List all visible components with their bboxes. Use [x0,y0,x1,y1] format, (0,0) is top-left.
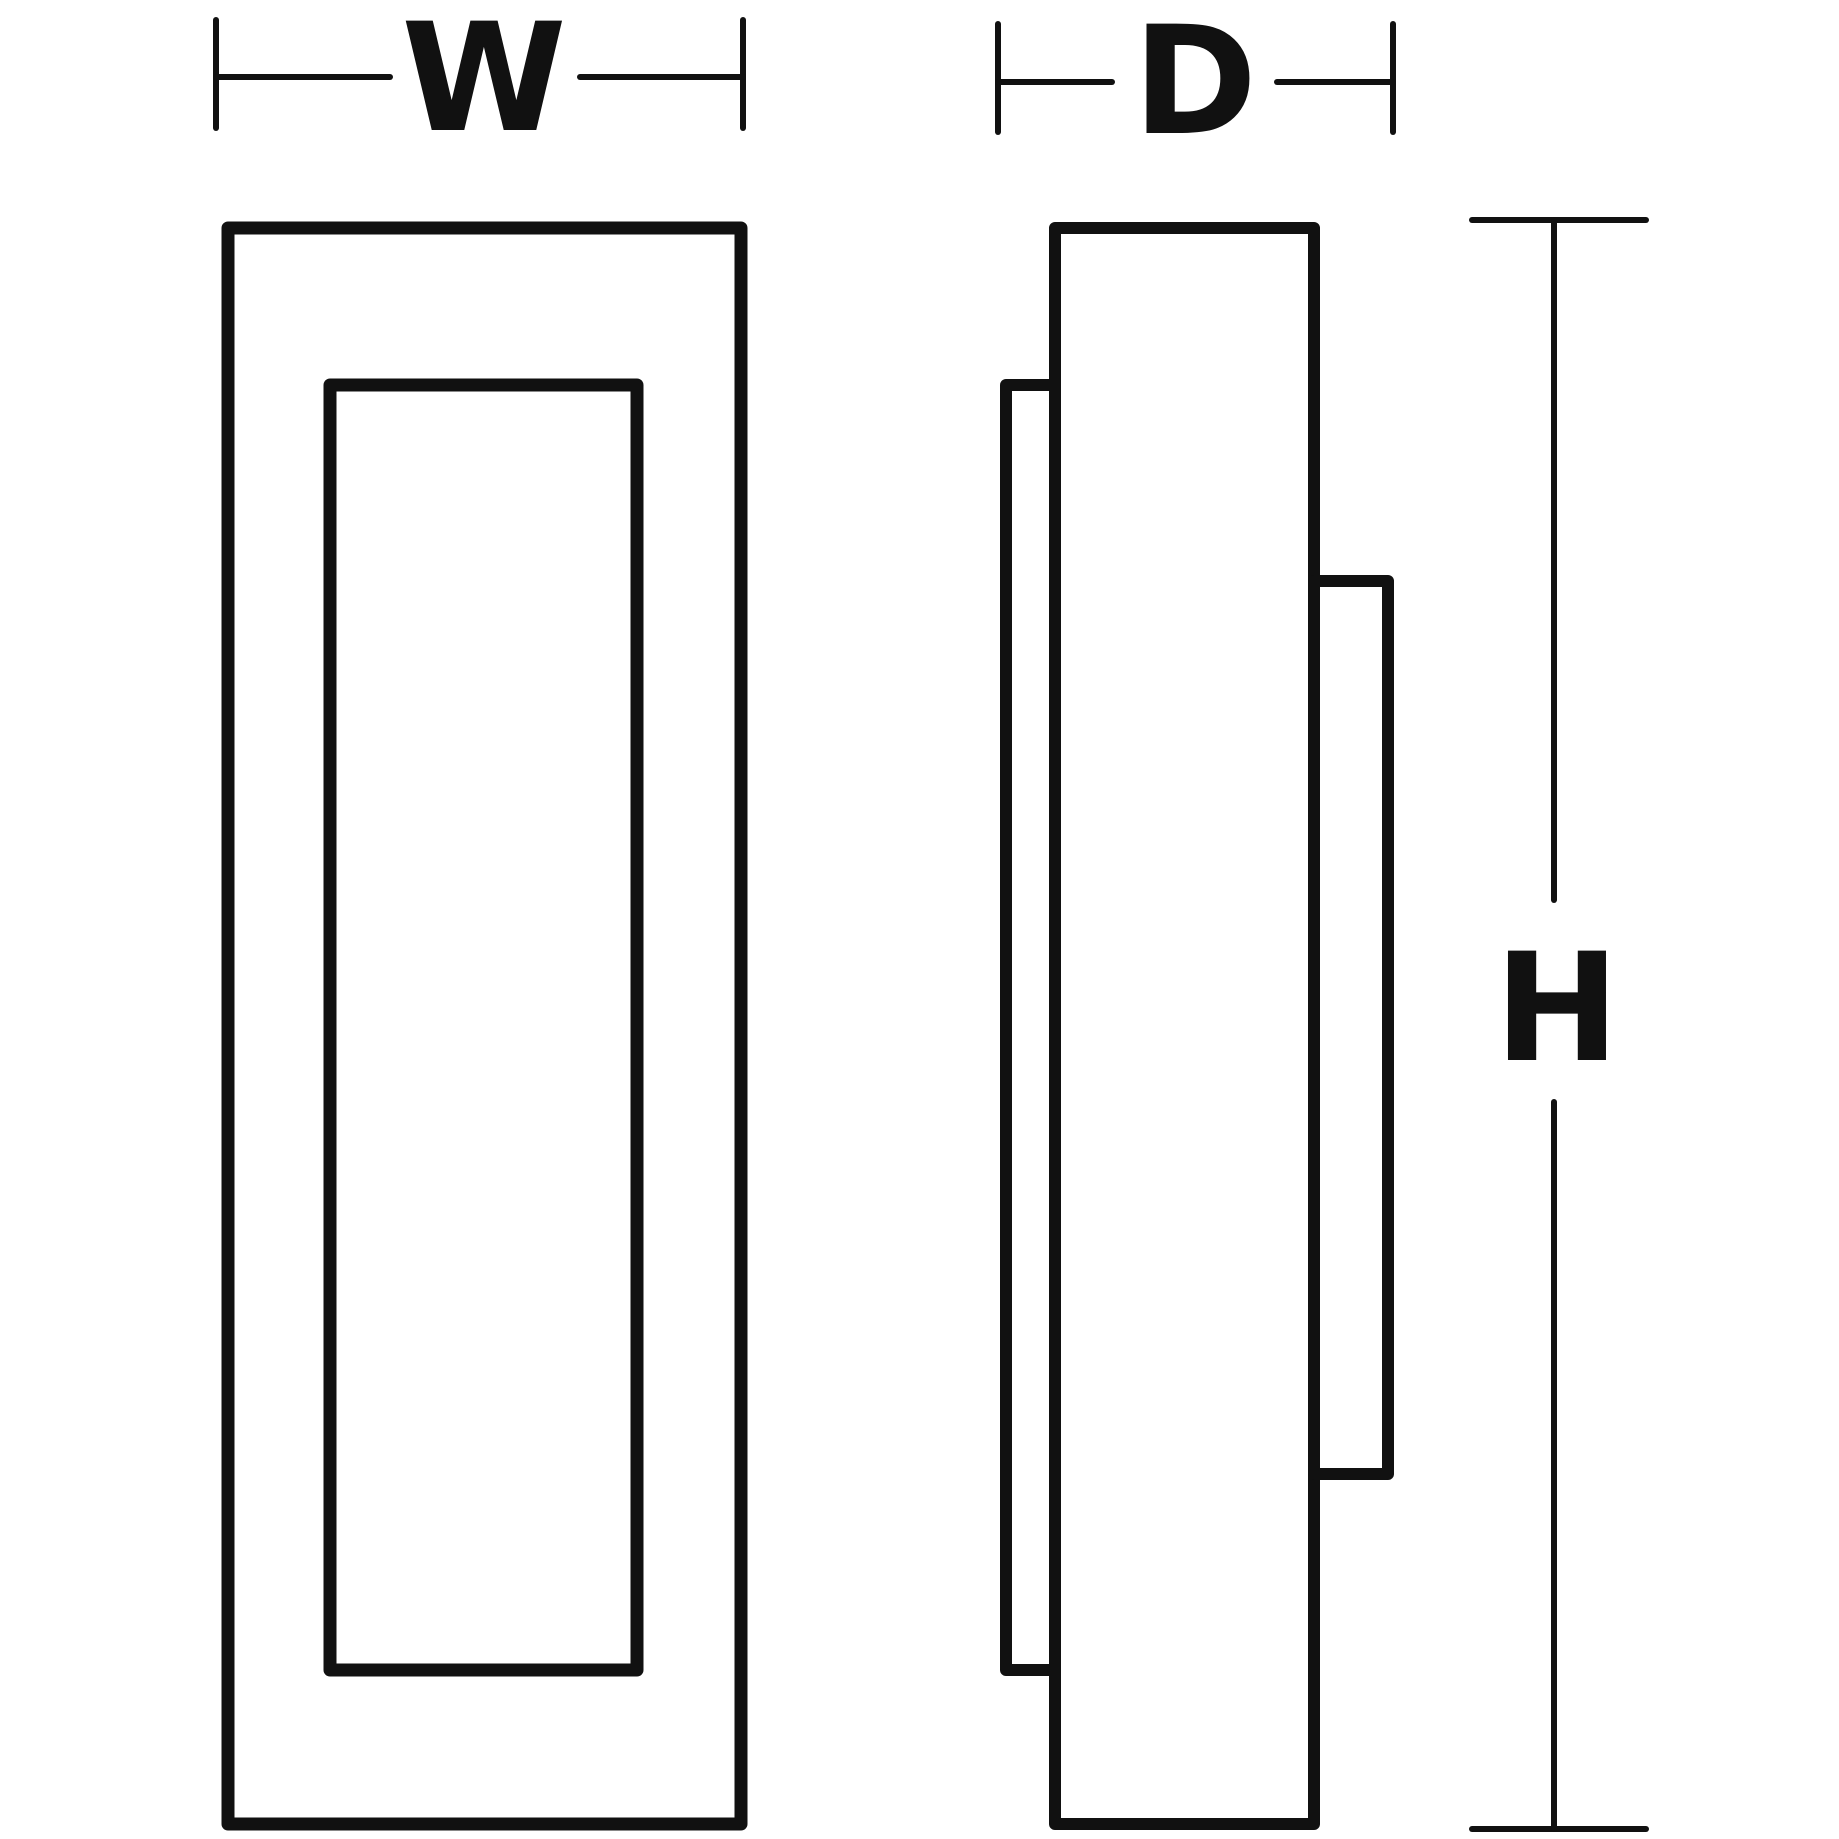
width-dimension [213,17,746,131]
side-view [1000,222,1394,1830]
front-recess-outline [323,378,644,1677]
width-label: W [401,0,566,166]
depth-label: D [1133,0,1258,169]
side-cup-right [1308,575,1394,1480]
depth-dimension [995,21,1396,135]
front-view [221,221,748,1831]
height-dimension [1469,217,1649,1832]
front-plate-outline [221,221,748,1831]
side-flange-left [1000,379,1061,1676]
height-label: H [1494,922,1620,1096]
side-body-outline [1049,222,1320,1830]
